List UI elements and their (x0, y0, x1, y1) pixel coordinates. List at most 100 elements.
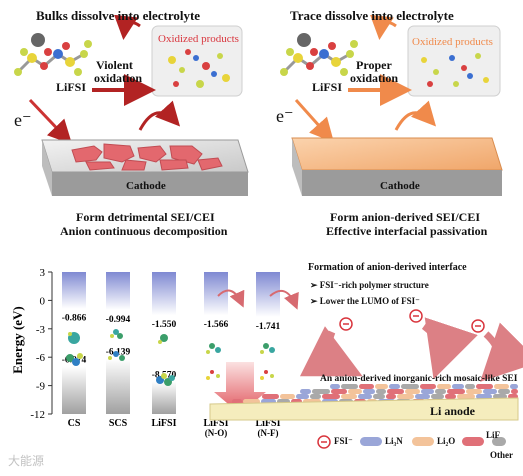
lumo-value-2: -1.550 (152, 320, 177, 330)
lumo-value-0: -0.866 (62, 314, 87, 324)
mosaic-tile (358, 394, 372, 399)
ion-arrow-2 (421, 317, 478, 380)
mosaic-tile (397, 394, 414, 399)
panel-top-left (14, 14, 249, 196)
lumo-value-4: -1.741 (256, 322, 281, 332)
top-left-caption-1: Form detrimental SEI/CEI (76, 210, 215, 224)
legend-other-swatch (492, 437, 506, 446)
mosaic-tile (510, 384, 518, 389)
cathode-slab-right (291, 137, 503, 171)
top-right-caption-2: Effective interfacial passivation (326, 224, 488, 238)
oxidized-products-box-right (407, 25, 501, 97)
mosaic-tile (437, 384, 451, 389)
cathode-front-left (52, 172, 248, 196)
mosaic-tile (341, 384, 358, 389)
curved-arrow-nf (269, 289, 299, 310)
mosaic-tile (348, 389, 362, 394)
ion-arrow-3 (480, 322, 523, 382)
watermark: 大能源 (8, 454, 45, 468)
category-label-4-1: (N-F) (258, 428, 279, 438)
mosaic-tile (457, 394, 475, 399)
mosaic-tile (322, 394, 340, 399)
curved-arrow-oxidized-right (370, 14, 397, 40)
top-left-title: Bulks dissolve into electrolyte (36, 8, 201, 23)
mosaic-tile (498, 389, 510, 394)
lumo-value-3: -1.566 (204, 320, 229, 330)
category-label-1-0: SCS (109, 418, 128, 429)
electron-arrow-right (294, 98, 335, 143)
category-label-4-0: LiFSI (255, 418, 280, 429)
mosaic-tile (415, 394, 430, 399)
legend-li2o-swatch (412, 437, 434, 446)
legend-lif-label: LiF (486, 430, 501, 440)
legend-li3n-swatch (360, 437, 382, 446)
y-tick-label-3: -6 (36, 352, 46, 364)
top-right-title: Trace dissolve into electrolyte (290, 8, 454, 23)
lifsi-molecule-left (14, 33, 92, 76)
legend-other-label: Other (490, 450, 513, 460)
chart-bars (62, 272, 280, 414)
y-tick-label-4: -9 (36, 381, 46, 393)
mosaic-tile (493, 394, 507, 399)
cluster-lifsi (156, 334, 175, 386)
lifsi-label-left: LiFSI (56, 80, 87, 94)
electron-arrow-left (28, 98, 73, 145)
mosaic-tile (312, 389, 330, 394)
mosaic-tile (359, 384, 374, 389)
ion-arrow-1 (299, 326, 363, 377)
mosaic-tile (445, 394, 456, 399)
legend-fsi-label: FSI⁻ (334, 436, 353, 446)
cluster-cs (66, 332, 83, 366)
mosaic-tile (387, 389, 404, 394)
category-label-3-1: (N-O) (205, 428, 228, 438)
lumo-bar-0 (62, 272, 86, 309)
electron-label-left: e⁻ (14, 110, 32, 130)
interface-bullet-2: ➢ Lower the LUMO of FSI⁻ (310, 296, 420, 306)
mosaic-tile (421, 389, 434, 394)
interface-bullet-1-text: FSI⁻-rich polymer structure (319, 280, 429, 290)
top-right-caption-1: Form anion-derived SEI/CEI (330, 210, 481, 224)
mosaic-tile (331, 389, 347, 394)
energy-level-chart: 30-3-6-9-12 -0.866-0.994-1.550-1.566-1.7… (10, 267, 299, 438)
oxidized-fragments-left (168, 49, 230, 88)
li-anode-slab (209, 397, 519, 421)
mosaic-tile (389, 384, 400, 389)
detrimental-sei-deposit (71, 143, 223, 171)
mosaic-tile (465, 384, 475, 389)
lumo-bar-4 (256, 272, 280, 317)
interface-panel (209, 309, 523, 421)
oxidation-label-right: oxidation (350, 71, 399, 85)
homo-bar-1 (106, 358, 130, 414)
mosaic-tile (420, 384, 436, 389)
mosaic-tile (375, 384, 388, 389)
oxidized-label-right: Oxidized products (412, 36, 493, 48)
cluster-scs (108, 329, 125, 361)
legend-lif-swatch (462, 437, 484, 446)
lumo-bar-2 (152, 272, 176, 316)
oxidized-label-left: Oxidized products (158, 33, 239, 45)
y-tick-label-1: 0 (40, 295, 46, 307)
category-label-3-0: LiFSI (203, 418, 228, 429)
cathode-front-right (302, 170, 502, 196)
interface-bullet-2-text: Lower the LUMO of FSI⁻ (319, 296, 420, 306)
mosaic-tile (401, 384, 419, 389)
y-ticks: 30-3-6-9-12 (30, 267, 52, 421)
lifsi-molecule-right (280, 33, 358, 76)
curved-arrow-cathode-left (138, 100, 181, 131)
cathode-label-right: Cathode (380, 180, 420, 192)
lumo-bar-1 (106, 272, 130, 310)
mosaic-tile (363, 389, 375, 394)
panel-top-right (280, 14, 503, 196)
mosaic-tile (476, 394, 492, 399)
mosaic-tile (330, 384, 340, 389)
oxidation-label-left: oxidation (94, 71, 143, 85)
lumo-value-1: -0.994 (106, 315, 131, 325)
top-left-caption-2: Anion continuous decomposition (60, 224, 228, 238)
lumo-bar-3 (204, 272, 228, 316)
oxidized-products-box-left (151, 25, 243, 97)
legend-li2o-label: Li₂O (437, 436, 456, 446)
curved-arrow-no (217, 289, 245, 308)
mosaic-tile (483, 389, 497, 394)
